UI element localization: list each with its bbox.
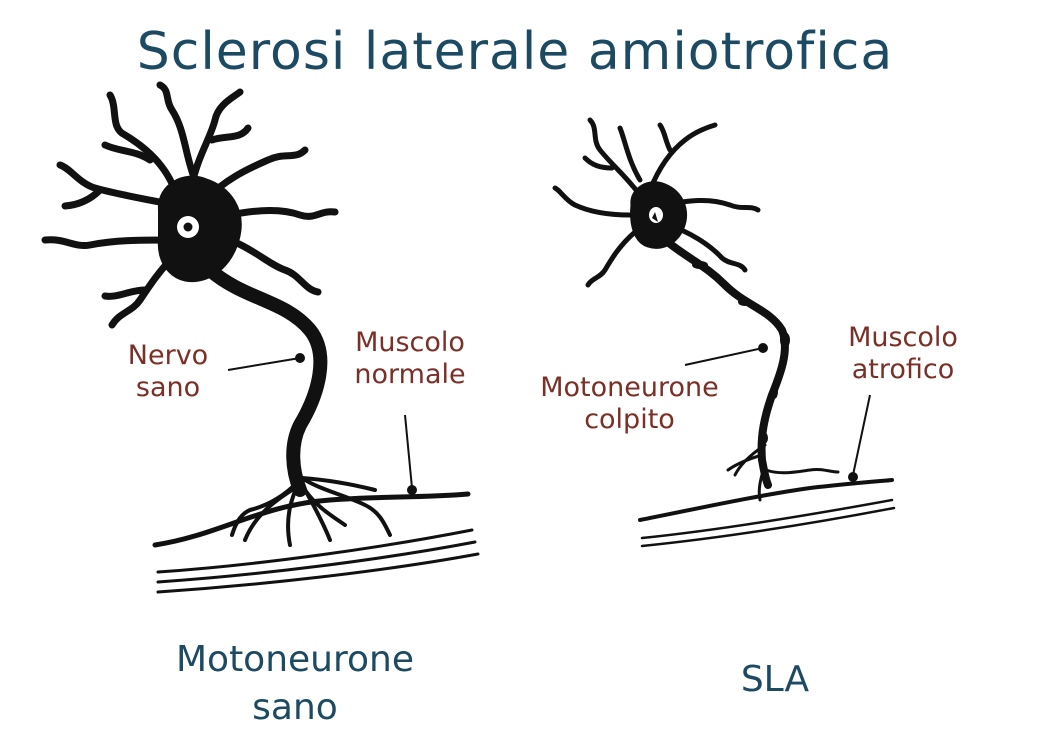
label-sla-neuron-line2: colpito [584,404,675,435]
healthy-axon-terminals [230,476,392,547]
caption-healthy-line2: sano [252,687,338,728]
sla-leader-lines [684,343,871,482]
label-sla-muscle: Muscolo atrofico [818,322,988,386]
sla-axon [661,236,789,489]
healthy-dendrites [41,81,339,329]
label-healthy-nerve-line2: sano [135,372,201,403]
caption-sla: SLA [740,659,810,700]
healthy-neuron [41,81,392,547]
healthy-muscle [152,491,480,594]
healthy-axon [203,263,328,497]
label-sla-neuron: Motoneurone colpito [502,372,757,436]
sla-muscle [638,478,896,548]
label-sla-muscle-line2: atrofico [851,354,955,385]
healthy-leader-lines [227,353,417,495]
healthy-soma [157,175,242,283]
caption-healthy-line1: Motoneurone [175,639,414,680]
label-healthy-muscle-line1: Muscolo [355,327,465,358]
healthy-nucleus [177,216,199,238]
label-healthy-muscle-line2: normale [354,359,466,390]
label-healthy-nerve: Nervo sano [112,340,224,404]
sla-dendrites [552,117,761,288]
sla-axon-beads [692,261,790,444]
sla-neuron [552,117,840,502]
caption-healthy: Motoneurone sano [120,636,470,732]
label-healthy-nerve-line1: Nervo [127,340,209,371]
label-sla-muscle-line1: Muscolo [848,322,958,353]
sla-nucleus [649,207,663,223]
label-healthy-muscle: Muscolo normale [330,327,490,391]
diagram-title: Sclerosi laterale amiotrofica [136,22,894,82]
label-sla-neuron-line1: Motoneurone [540,372,719,403]
